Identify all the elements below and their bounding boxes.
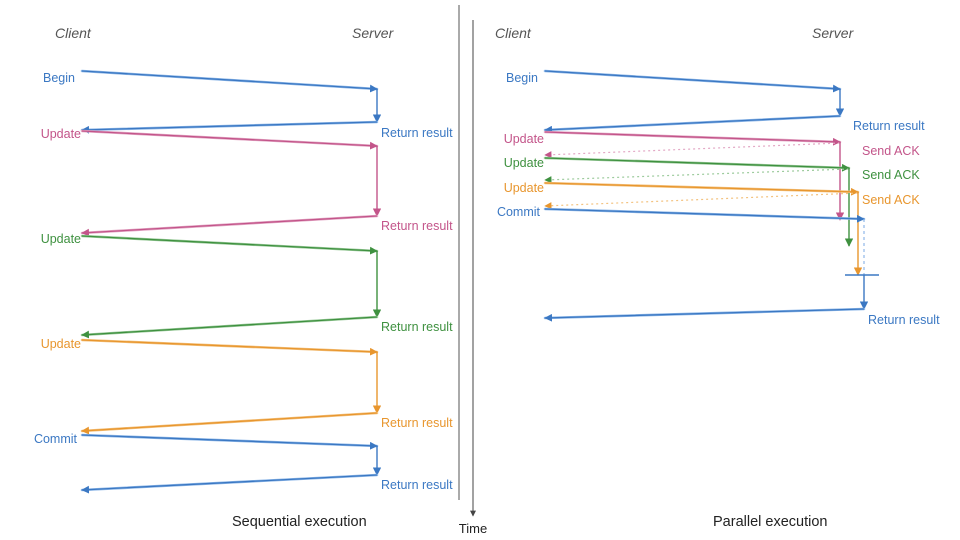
server-message-label-parallel-4: Return result <box>868 313 940 327</box>
message-response-parallel <box>544 308 865 322</box>
server-message-label-parallel-1: Send ACK <box>862 144 920 158</box>
message-request-parallel <box>544 208 865 223</box>
server-message-label-parallel-3: Send ACK <box>862 193 920 207</box>
actor-label-server-parallel: Server <box>812 25 854 41</box>
server-message-label-parallel-2: Send ACK <box>862 168 920 182</box>
message-request-sequential <box>81 70 378 93</box>
message-request-sequential <box>81 130 378 150</box>
client-message-label-sequential-4: Commit <box>33 432 77 446</box>
message-request-sequential <box>81 434 378 450</box>
panel-caption-sequential: Sequential execution <box>232 514 367 530</box>
client-message-label-parallel-0: Begin <box>506 71 538 85</box>
server-message-label-sequential-2: Return result <box>381 320 453 334</box>
message-ack-parallel <box>544 142 841 159</box>
message-response-sequential <box>81 316 378 339</box>
server-message-label-sequential-1: Return result <box>381 219 453 233</box>
client-message-label-sequential-1: Update <box>40 127 81 141</box>
actor-label-client-sequential: Client <box>55 25 91 41</box>
message-response-sequential <box>81 215 378 237</box>
message-request-sequential <box>81 339 378 356</box>
message-ack-parallel <box>544 168 850 184</box>
message-response-sequential <box>81 121 378 134</box>
client-message-label-parallel-2: Update <box>503 156 544 170</box>
message-request-parallel <box>544 157 850 172</box>
time-axis-label: Time <box>458 521 488 536</box>
message-request-parallel <box>544 182 859 196</box>
actor-label-server-sequential: Server <box>352 25 394 41</box>
message-request-parallel <box>544 70 841 93</box>
client-message-label-parallel-1: Update <box>503 132 544 146</box>
server-message-label-sequential-4: Return result <box>381 478 453 492</box>
client-message-label-sequential-2: Update <box>40 232 81 246</box>
server-message-label-sequential-0: Return result <box>381 126 453 140</box>
message-ack-parallel <box>544 192 859 210</box>
client-message-label-parallel-4: Commit <box>496 205 540 219</box>
message-response-sequential <box>81 412 378 435</box>
time-axis-group <box>458 5 476 517</box>
message-request-sequential <box>81 235 378 255</box>
message-response-sequential <box>81 474 378 494</box>
panel-caption-parallel: Parallel execution <box>713 514 828 530</box>
message-response-parallel <box>544 115 841 134</box>
message-arrows-group <box>80 69 879 494</box>
message-request-parallel <box>544 131 841 146</box>
server-message-label-sequential-3: Return result <box>381 416 453 430</box>
client-message-label-sequential-0: Begin <box>43 71 75 85</box>
actor-label-client-parallel: Client <box>495 25 531 41</box>
client-message-label-parallel-3: Update <box>503 181 544 195</box>
client-message-label-sequential-3: Update <box>40 337 81 351</box>
server-message-label-parallel-0: Return result <box>853 119 925 133</box>
